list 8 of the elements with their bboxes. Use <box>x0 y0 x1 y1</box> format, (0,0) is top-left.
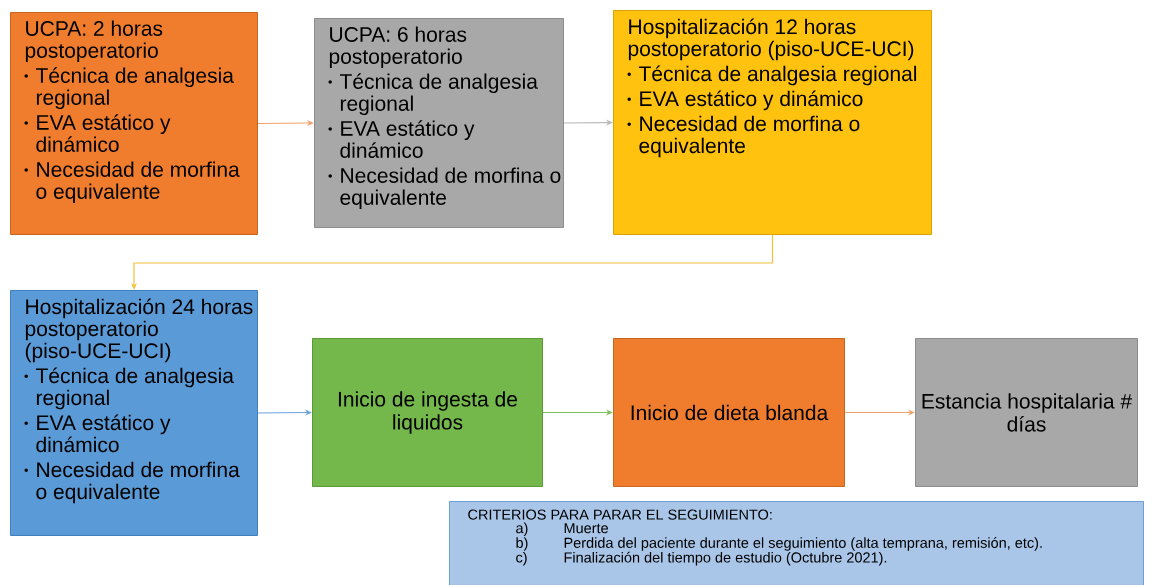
process-box: Hospitalización 12 horas postoperatorio (piso-UCE-UCI) Técnica de analgesia regional EVA estático y dinámico Necesidad de morfina o equivalente <box>613 10 932 235</box>
process-box: Hospitalización 24 horas postoperatorio (piso-UCE-UCI) Técnica de analgesia regional EVA estático y dinámico Necesidad de morfina o equivalente <box>10 290 258 536</box>
process-box: UCPA: 6 horas postoperatorio Técnica de analgesia regional EVA estático y dinámico Necesidad de morfina o equivalente <box>314 18 564 228</box>
criteria-box: CRITERIOS PARA PARAR EL SEGUIMIENTO: a) Muerte b) Perdida del paciente durante el seguimiento (alta temprana, remisión, etc). c) Finalización del tiempo de estudio (Octubre 2021). <box>449 501 1144 585</box>
process-box: Inicio de dieta blanda <box>613 338 845 487</box>
process-box: Inicio de ingesta de liquidos <box>312 338 543 487</box>
process-box: Estancia hospitalaria # días <box>915 338 1138 487</box>
process-box: UCPA: 2 horas postoperatorio Técnica de analgesia regional EVA estático y dinámico Necesidad de morfina o equivalente <box>10 12 258 235</box>
